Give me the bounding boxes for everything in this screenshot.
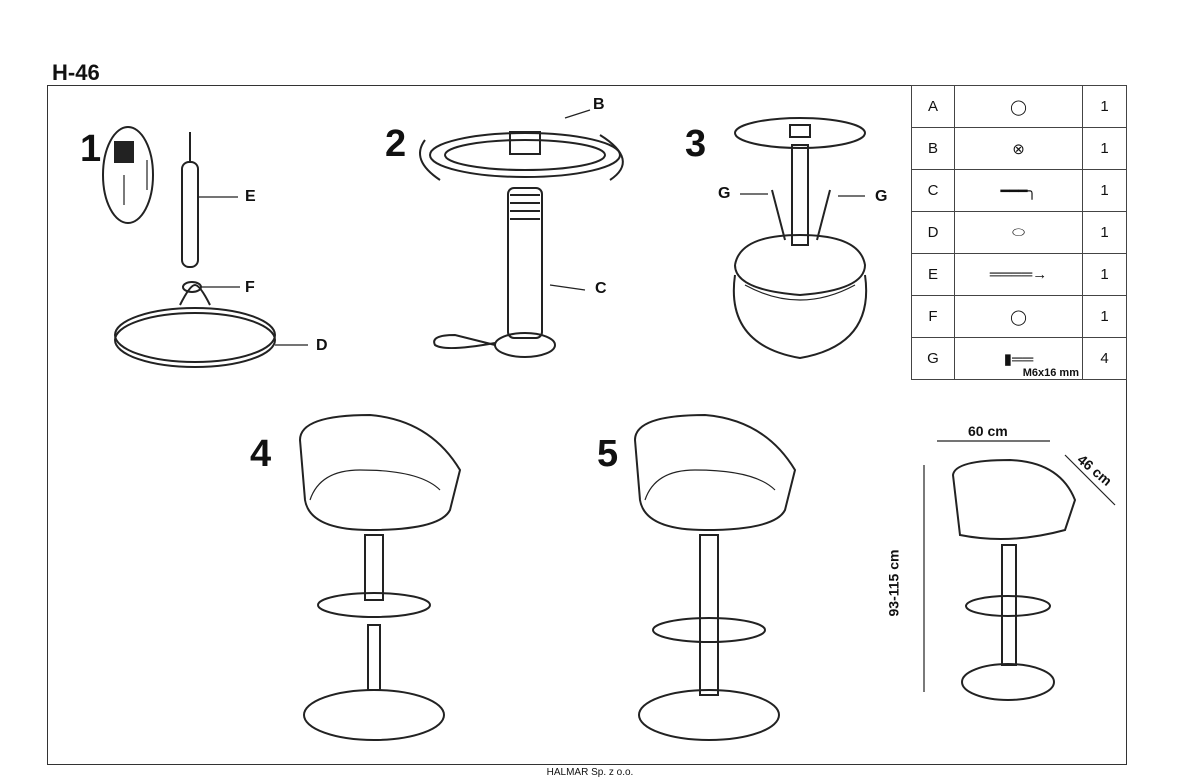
bolt-spec: M6x16 mm bbox=[1022, 367, 1079, 379]
dimension-drawing bbox=[923, 440, 1116, 701]
base-icon: ⬭ bbox=[954, 211, 1083, 254]
table-row: B⊗1 bbox=[911, 127, 1127, 170]
part-label-f: F bbox=[245, 279, 255, 296]
part-qty: 1 bbox=[1082, 127, 1127, 170]
step-number: 3 bbox=[685, 123, 707, 165]
part-label-g: G bbox=[718, 185, 731, 202]
table-row: D⬭1 bbox=[911, 211, 1127, 254]
step5-drawing bbox=[633, 413, 797, 741]
part-label-c: C bbox=[595, 280, 607, 297]
part-qty: 4 bbox=[1082, 337, 1127, 380]
part-qty: 1 bbox=[1082, 253, 1127, 296]
parts-table: A◯1 B⊗1 C━━━╮1 D⬭1 E════→1 F◯1 G▮══M6x16… bbox=[911, 85, 1127, 380]
part-letter: F bbox=[911, 295, 955, 338]
part-label-b: B bbox=[593, 96, 605, 113]
bushing-icon: ◯ bbox=[954, 295, 1083, 338]
step4-drawing bbox=[298, 413, 462, 741]
table-row: C━━━╮1 bbox=[911, 169, 1127, 212]
part-qty: 1 bbox=[1082, 295, 1127, 338]
part-label-g: G bbox=[875, 188, 888, 205]
footrest-ring-icon: ⊗ bbox=[954, 127, 1083, 170]
part-qty: 1 bbox=[1082, 211, 1127, 254]
part-qty: 1 bbox=[1082, 169, 1127, 212]
part-letter: G bbox=[911, 337, 955, 380]
step-number: 2 bbox=[385, 123, 407, 165]
gas-lift-icon: ════→ bbox=[954, 253, 1083, 296]
instruction-frame bbox=[47, 85, 1127, 765]
table-row: A◯1 bbox=[911, 85, 1127, 128]
footer-company: HALMAR Sp. z o.o. bbox=[546, 767, 634, 778]
step3-drawing bbox=[732, 117, 868, 360]
table-row: F◯1 bbox=[911, 295, 1127, 338]
part-qty: 1 bbox=[1082, 85, 1127, 128]
step1-drawing bbox=[102, 126, 308, 368]
part-letter: B bbox=[911, 127, 955, 170]
part-label-e: E bbox=[245, 188, 256, 205]
bolt-icon: ▮══M6x16 mm bbox=[954, 337, 1083, 380]
step-number: 4 bbox=[250, 433, 272, 475]
table-row: E════→1 bbox=[911, 253, 1127, 296]
step2-drawing bbox=[419, 109, 624, 358]
part-letter: A bbox=[911, 85, 955, 128]
step-number: 5 bbox=[597, 433, 619, 475]
step-number: 1 bbox=[80, 128, 102, 170]
seat-icon: ◯ bbox=[954, 85, 1083, 128]
height-dimension: 93-115 cm bbox=[885, 549, 902, 617]
part-letter: D bbox=[911, 211, 955, 254]
width-dimension: 60 cm bbox=[968, 423, 1008, 439]
part-letter: E bbox=[911, 253, 955, 296]
column-icon: ━━━╮ bbox=[954, 169, 1083, 212]
part-letter: C bbox=[911, 169, 955, 212]
document-title: H-46 bbox=[52, 60, 100, 85]
part-label-d: D bbox=[316, 337, 328, 354]
